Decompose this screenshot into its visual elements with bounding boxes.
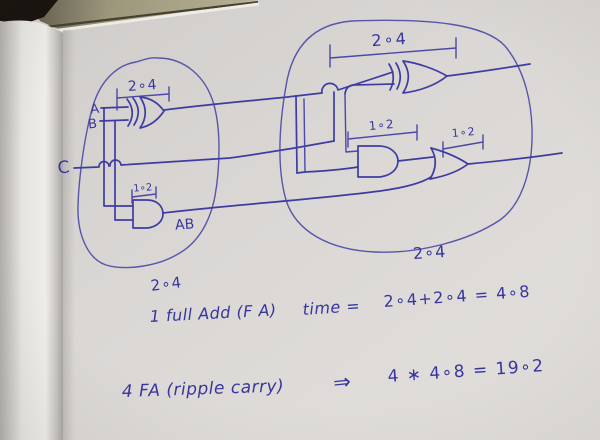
- dimension-line: [329, 47, 457, 59]
- input-c-label: C: [57, 158, 71, 179]
- right-block-wires: [295, 63, 563, 174]
- dimension-line: [442, 141, 484, 150]
- wire-ab: [162, 176, 432, 214]
- xor-back-arc-1: [126, 98, 134, 127]
- wire-b-tap: [114, 120, 134, 221]
- or-back-arc: [429, 147, 437, 180]
- left-fa-block: 2∘4 A B C 1∘2 AB: [57, 57, 432, 295]
- wire-sum-out: [446, 63, 531, 77]
- and-body: [357, 145, 399, 178]
- and-output-label: AB: [175, 216, 195, 233]
- and-body: [132, 199, 164, 229]
- input-a-label: A: [89, 102, 100, 118]
- right-xor-delay-label: 2∘4: [371, 29, 409, 50]
- dimension-ticks: [131, 186, 157, 204]
- dimension-ticks: [347, 124, 418, 148]
- dimension-line: [116, 93, 170, 99]
- right-block-boundary: [279, 19, 533, 253]
- left-xor-gate: [126, 96, 165, 129]
- right-and-delay-label: 1∘2: [368, 117, 395, 133]
- right-fa-block: 2∘4 1∘2: [279, 19, 563, 263]
- right-or-delay-label: 1∘2: [451, 125, 476, 140]
- left-xor-delay-dimension: 2∘4: [116, 77, 170, 111]
- left-xor-delay-label: 2∘4: [127, 77, 158, 95]
- xor-back-arc-2: [395, 62, 402, 90]
- right-xor-gate: [388, 60, 448, 94]
- fa-time-label: time =: [302, 296, 361, 319]
- input-b-label: B: [87, 117, 97, 133]
- xor-back-arc-2: [132, 97, 140, 126]
- wire-and-to-or: [397, 156, 434, 162]
- right-and-gate: [357, 145, 399, 178]
- left-and-delay-label: 1∘2: [133, 182, 153, 194]
- right-or-gate: [429, 147, 469, 180]
- xor-body: [402, 60, 448, 94]
- wire-sum1-tap-double: [303, 98, 306, 173]
- left-and-gate: [132, 199, 164, 229]
- left-and-delay-dimension: 1∘2: [131, 182, 157, 204]
- wire-c-to-xor: [344, 83, 395, 95]
- wire-sum1-tap: [295, 95, 298, 174]
- wire-c-tap-double: [344, 94, 359, 153]
- dimension-line: [131, 193, 157, 198]
- wire-to-and-lower: [296, 166, 359, 174]
- wire-carry-out: [467, 152, 563, 165]
- right-and-delay-dimension: 1∘2: [347, 117, 418, 148]
- dimension-line: [347, 131, 418, 140]
- wire-a: [100, 106, 129, 109]
- dimension-ticks: [329, 37, 457, 68]
- dimension-ticks: [116, 86, 170, 111]
- left-block-delay-label: 2∘4: [150, 273, 183, 295]
- left-block-boundary: [77, 57, 220, 269]
- implies-arrow-icon: ⇒: [332, 369, 352, 395]
- or-body: [429, 147, 469, 180]
- xor-back-arc-1: [388, 63, 395, 91]
- xor-body: [139, 96, 165, 129]
- dimension-ticks: [442, 134, 484, 158]
- right-xor-delay-dimension: 2∘4: [329, 29, 457, 68]
- wire-sum1-hop: [295, 71, 394, 97]
- right-or-delay-dimension: 1∘2: [442, 125, 484, 158]
- right-block-delay-label: 2∘4: [412, 242, 447, 263]
- wire-a-tap: [103, 107, 134, 207]
